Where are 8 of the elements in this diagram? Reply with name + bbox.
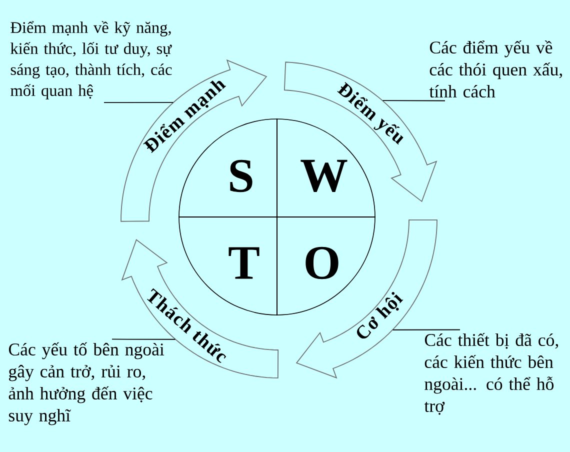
- leader-line: [112, 338, 176, 340]
- leader-line: [382, 100, 446, 102]
- leader-line: [104, 102, 174, 104]
- leader-line: [392, 329, 460, 330]
- quadrant-letter: W: [300, 160, 348, 192]
- quadrant-letter: T: [228, 247, 260, 279]
- quadrant-letter: O: [306, 246, 338, 280]
- quadrant-letter: S: [230, 160, 252, 192]
